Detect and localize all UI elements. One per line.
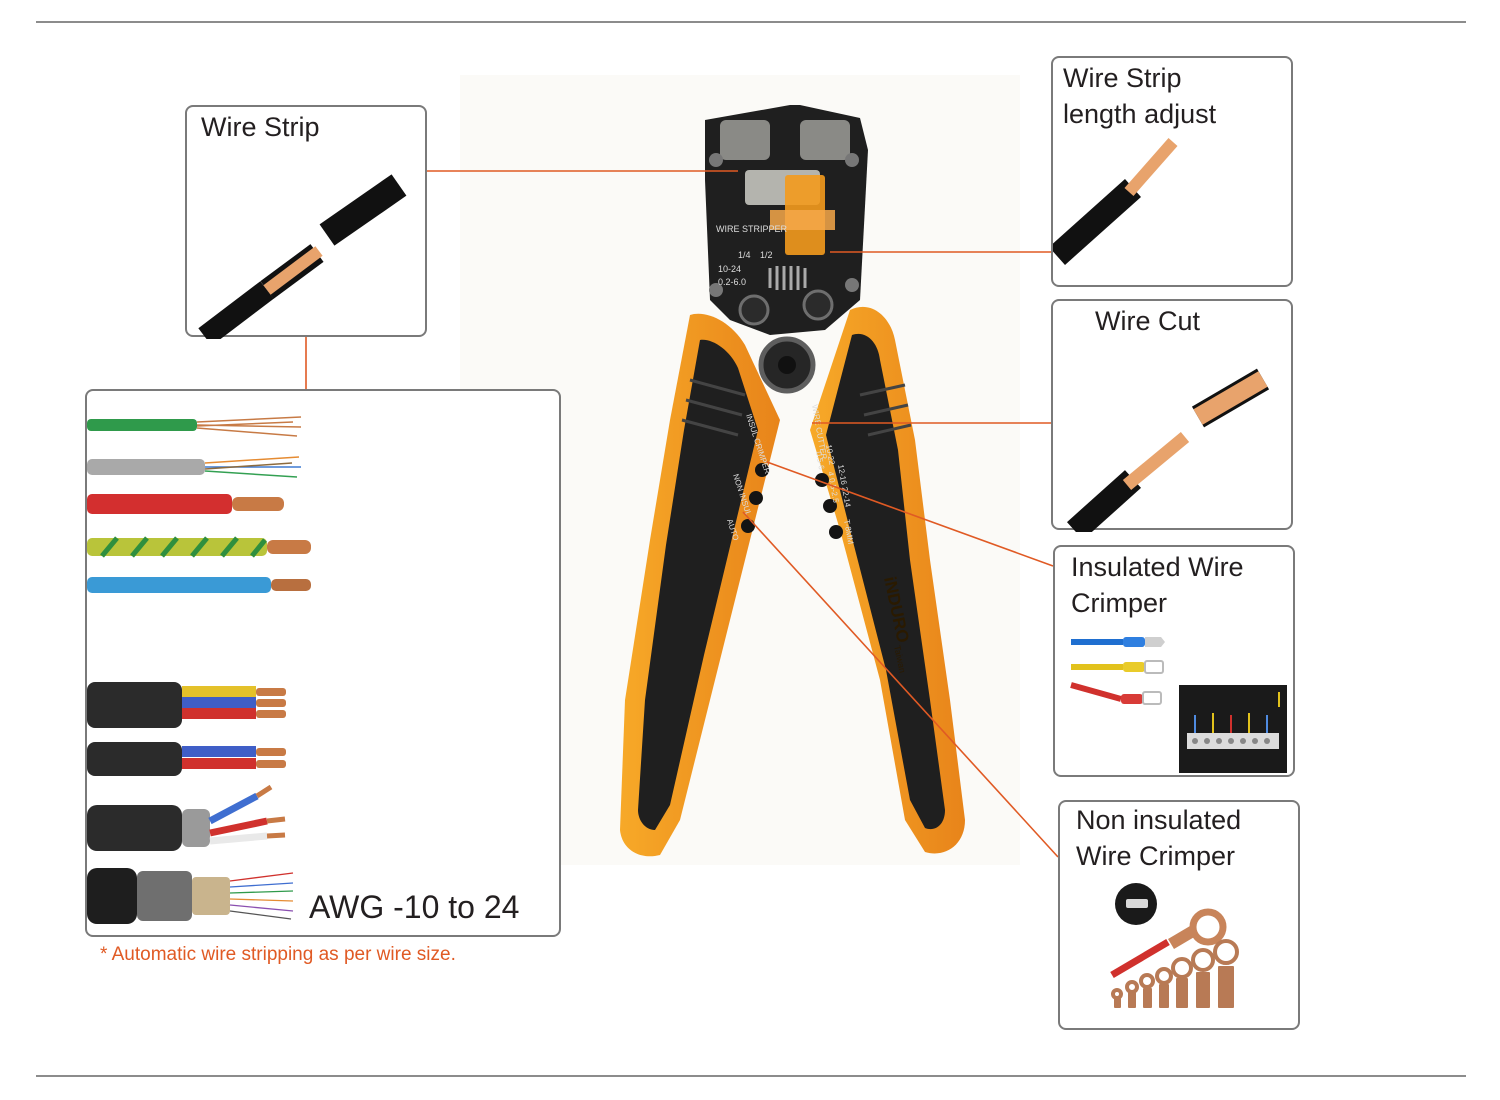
ring-terminal-icon (1110, 883, 1239, 1008)
head-screw-bl (709, 283, 723, 297)
cable-green (87, 416, 302, 437)
left-grip (638, 339, 758, 830)
tool-gauge-range: 10-24 (718, 264, 741, 274)
tool-cut-gauge-0: 10-22 (824, 444, 837, 466)
cable-grey (87, 456, 301, 478)
jaw-plate-right (800, 120, 850, 160)
crimp-terminal-icon (1070, 637, 1287, 773)
cable-red (87, 494, 284, 514)
callout-wire-strip-title: Wire Strip (201, 112, 320, 142)
cable-multicore-3 (87, 682, 286, 728)
callout-wire-cut: Wire Cut (1051, 299, 1293, 532)
cable-armoured-multipair (87, 868, 294, 924)
leader-insulated-crimper (766, 461, 1054, 567)
cable-multicore-2 (87, 742, 286, 776)
tool-cut-gauge-1: 0.5-6 (814, 451, 826, 471)
tool-fraction-half: 1/2 (760, 250, 773, 260)
screw-right (802, 289, 834, 321)
jaw-plate-left (720, 120, 770, 160)
head-screw-tl (709, 153, 723, 167)
terminal-block-icon (1179, 685, 1287, 773)
leader-lines (305, 170, 1059, 858)
tool-stripper-label: WIRE STRIPPER (716, 224, 788, 234)
leader-non-insulated-crimper (742, 511, 1059, 858)
footnote: * Automatic wire stripping as per wire s… (100, 944, 456, 965)
wire-cut-icon (1066, 368, 1270, 532)
screw-left (738, 294, 770, 326)
top-divider (36, 21, 1466, 23)
tool-cut-gauge-4: T-8MM (842, 519, 855, 545)
tool-fraction-quarter: 1/4 (738, 250, 751, 260)
head-screw-tr (845, 153, 859, 167)
callout-wire-cut-title: Wire Cut (1095, 306, 1201, 336)
right-grip (826, 333, 945, 830)
callout-strip-length-title: Wire Strip length adjust (1063, 63, 1217, 129)
callout-non-insulated-crimper: Non insulated Wire Crimper (1058, 800, 1300, 1030)
cable-samples (87, 416, 311, 924)
bottom-divider (36, 1075, 1466, 1077)
stripper-tool: WIRE STRIPPER 1/4 1/2 10-24 0.2-6.0 INSU… (620, 105, 965, 857)
cable-yellow-green (87, 536, 311, 558)
wire-strip-icon (198, 174, 407, 339)
spring (768, 266, 807, 290)
strip-length-icon (1053, 138, 1178, 265)
awg-range-label: AWG -10 to 24 (309, 889, 520, 925)
callout-strip-length-adjust: Wire Strip length adjust (1051, 56, 1293, 287)
tool-mm-range: 0.2-6.0 (718, 277, 746, 287)
head-screw-br (845, 278, 859, 292)
callout-wire-strip: Wire Strip (185, 105, 427, 339)
cable-blue (87, 577, 311, 593)
callout-non-insulated-crimper-title: Non insulated Wire Crimper (1076, 805, 1242, 871)
cable-shielded (87, 784, 286, 851)
callout-insulated-crimper: Insulated Wire Crimper (1053, 545, 1295, 777)
cable-types-panel: AWG -10 to 24 (85, 389, 561, 937)
callout-insulated-crimper-title: Insulated Wire Crimper (1071, 552, 1244, 618)
